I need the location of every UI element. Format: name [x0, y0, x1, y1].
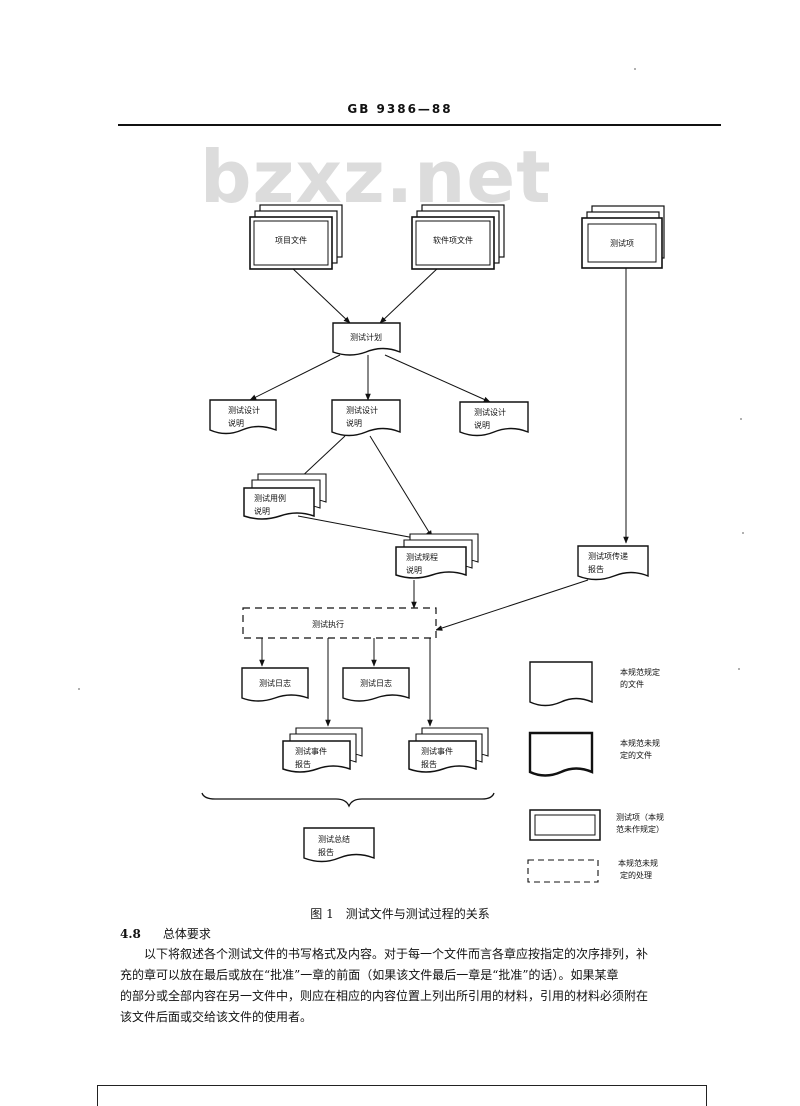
figure-caption: 图 1 测试文件与测试过程的关系 [310, 907, 490, 921]
header-rule [118, 124, 721, 126]
legend-test-item-line1: 测试项（本规 [616, 812, 664, 822]
node-log-2 [342, 667, 410, 702]
section-heading: 4.8 总体要求 [120, 925, 211, 942]
node-transmittal-line2: 报告 [588, 564, 604, 574]
node-log-2-label: 测试日志 [360, 678, 392, 688]
node-design-left [209, 399, 277, 435]
node-incident-1-line2: 报告 [295, 759, 311, 769]
node-incident-1-line1: 测试事件 [295, 746, 327, 756]
node-summary-line2: 报告 [318, 847, 334, 857]
node-incident-2 [408, 727, 489, 773]
legend-specified-doc-line1: 本规范规定 [620, 667, 660, 677]
legend-unspecified-process-line2: 定的处理 [620, 870, 652, 880]
node-design-right [459, 401, 529, 437]
node-log-1-label: 测试日志 [259, 678, 291, 688]
node-summary-line1: 测试总结 [318, 834, 350, 844]
node-transmittal-line1: 测试项传递 [588, 551, 628, 561]
scan-speck [738, 668, 740, 670]
scan-speck [742, 532, 744, 534]
node-proc-spec-line1: 测试规程 [406, 552, 438, 562]
merge-brace [201, 792, 495, 808]
node-transmittal [577, 545, 649, 581]
node-design-right-line2: 说明 [474, 420, 490, 430]
node-summary [303, 827, 375, 863]
node-software-docs [411, 204, 505, 270]
legend-symbol-unspecified-process [527, 859, 599, 883]
node-proc-spec-line2: 说明 [406, 565, 422, 575]
legend-specified-doc-line2: 的文件 [620, 679, 644, 689]
node-case-spec [243, 473, 327, 520]
scan-speck [740, 418, 742, 420]
footer-box [97, 1085, 707, 1106]
node-test-item [581, 205, 665, 269]
section-title: 总体要求 [162, 927, 211, 941]
node-test-plan [332, 322, 401, 356]
page-header-code: GB 9386—88 [347, 102, 453, 116]
scan-speck [78, 688, 80, 690]
legend [527, 661, 601, 883]
node-case-spec-line1: 测试用例 [254, 493, 286, 503]
node-design-left-line1: 测试设计 [228, 405, 260, 415]
node-execution [242, 607, 437, 639]
node-design-left-line2: 说明 [228, 418, 244, 428]
node-design-right-line1: 测试设计 [474, 407, 506, 417]
node-design-mid-line2: 说明 [346, 418, 362, 428]
legend-unspecified-doc-line2: 定的文件 [620, 750, 652, 760]
node-incident-1 [282, 727, 363, 773]
legend-symbol-specified-doc [529, 661, 593, 707]
paragraph-line-2: 充的章可以放在最后或放在“批准”一章的前面（如果该文件最后一章是“批准”的话）。… [120, 968, 619, 982]
legend-test-item-line2: 范未作规定） [616, 824, 664, 834]
node-proc-spec [395, 533, 479, 579]
body-paragraph: 以下将叙述各个测试文件的书写格式及内容。对于每一个文件而言各章应按指定的次序排列… [120, 944, 723, 1028]
connectors [249, 265, 629, 727]
node-test-plan-label: 测试计划 [350, 332, 382, 342]
legend-unspecified-doc-line1: 本规范未规 [620, 738, 660, 748]
legend-unspecified-process-line1: 本规范未规 [618, 858, 658, 868]
node-software-docs-label: 软件项文件 [433, 235, 473, 245]
flow-diagram: 项目文件 软件项文件 测试项 测试计划 测试设计 说明 测试设计 说明 测试设计… [201, 204, 665, 883]
paragraph-line-1: 以下将叙述各个测试文件的书写格式及内容。对于每一个文件而言各章应按指定的次序排列… [144, 947, 649, 961]
node-execution-label: 测试执行 [312, 619, 344, 629]
node-test-item-label: 测试项 [610, 238, 634, 248]
node-case-spec-line2: 说明 [254, 506, 270, 516]
node-design-mid-line1: 测试设计 [346, 405, 378, 415]
paragraph-line-3: 的部分或全部内容在另一文件中，则应在相应的内容位置上列出所引用的材料，引用的材料… [120, 989, 649, 1003]
node-design-mid [331, 399, 401, 437]
node-project-docs [249, 204, 343, 270]
node-incident-2-line1: 测试事件 [421, 746, 453, 756]
node-log-1 [241, 667, 309, 702]
scan-speck [634, 68, 636, 70]
paragraph-line-4: 该文件后面或交给该文件的使用者。 [120, 1010, 313, 1024]
section-number: 4.8 [120, 927, 141, 941]
legend-symbol-unspecified-doc [528, 731, 594, 777]
node-incident-2-line2: 报告 [421, 759, 437, 769]
node-project-docs-label: 项目文件 [275, 235, 307, 245]
legend-symbol-test-item-inner [534, 814, 596, 836]
